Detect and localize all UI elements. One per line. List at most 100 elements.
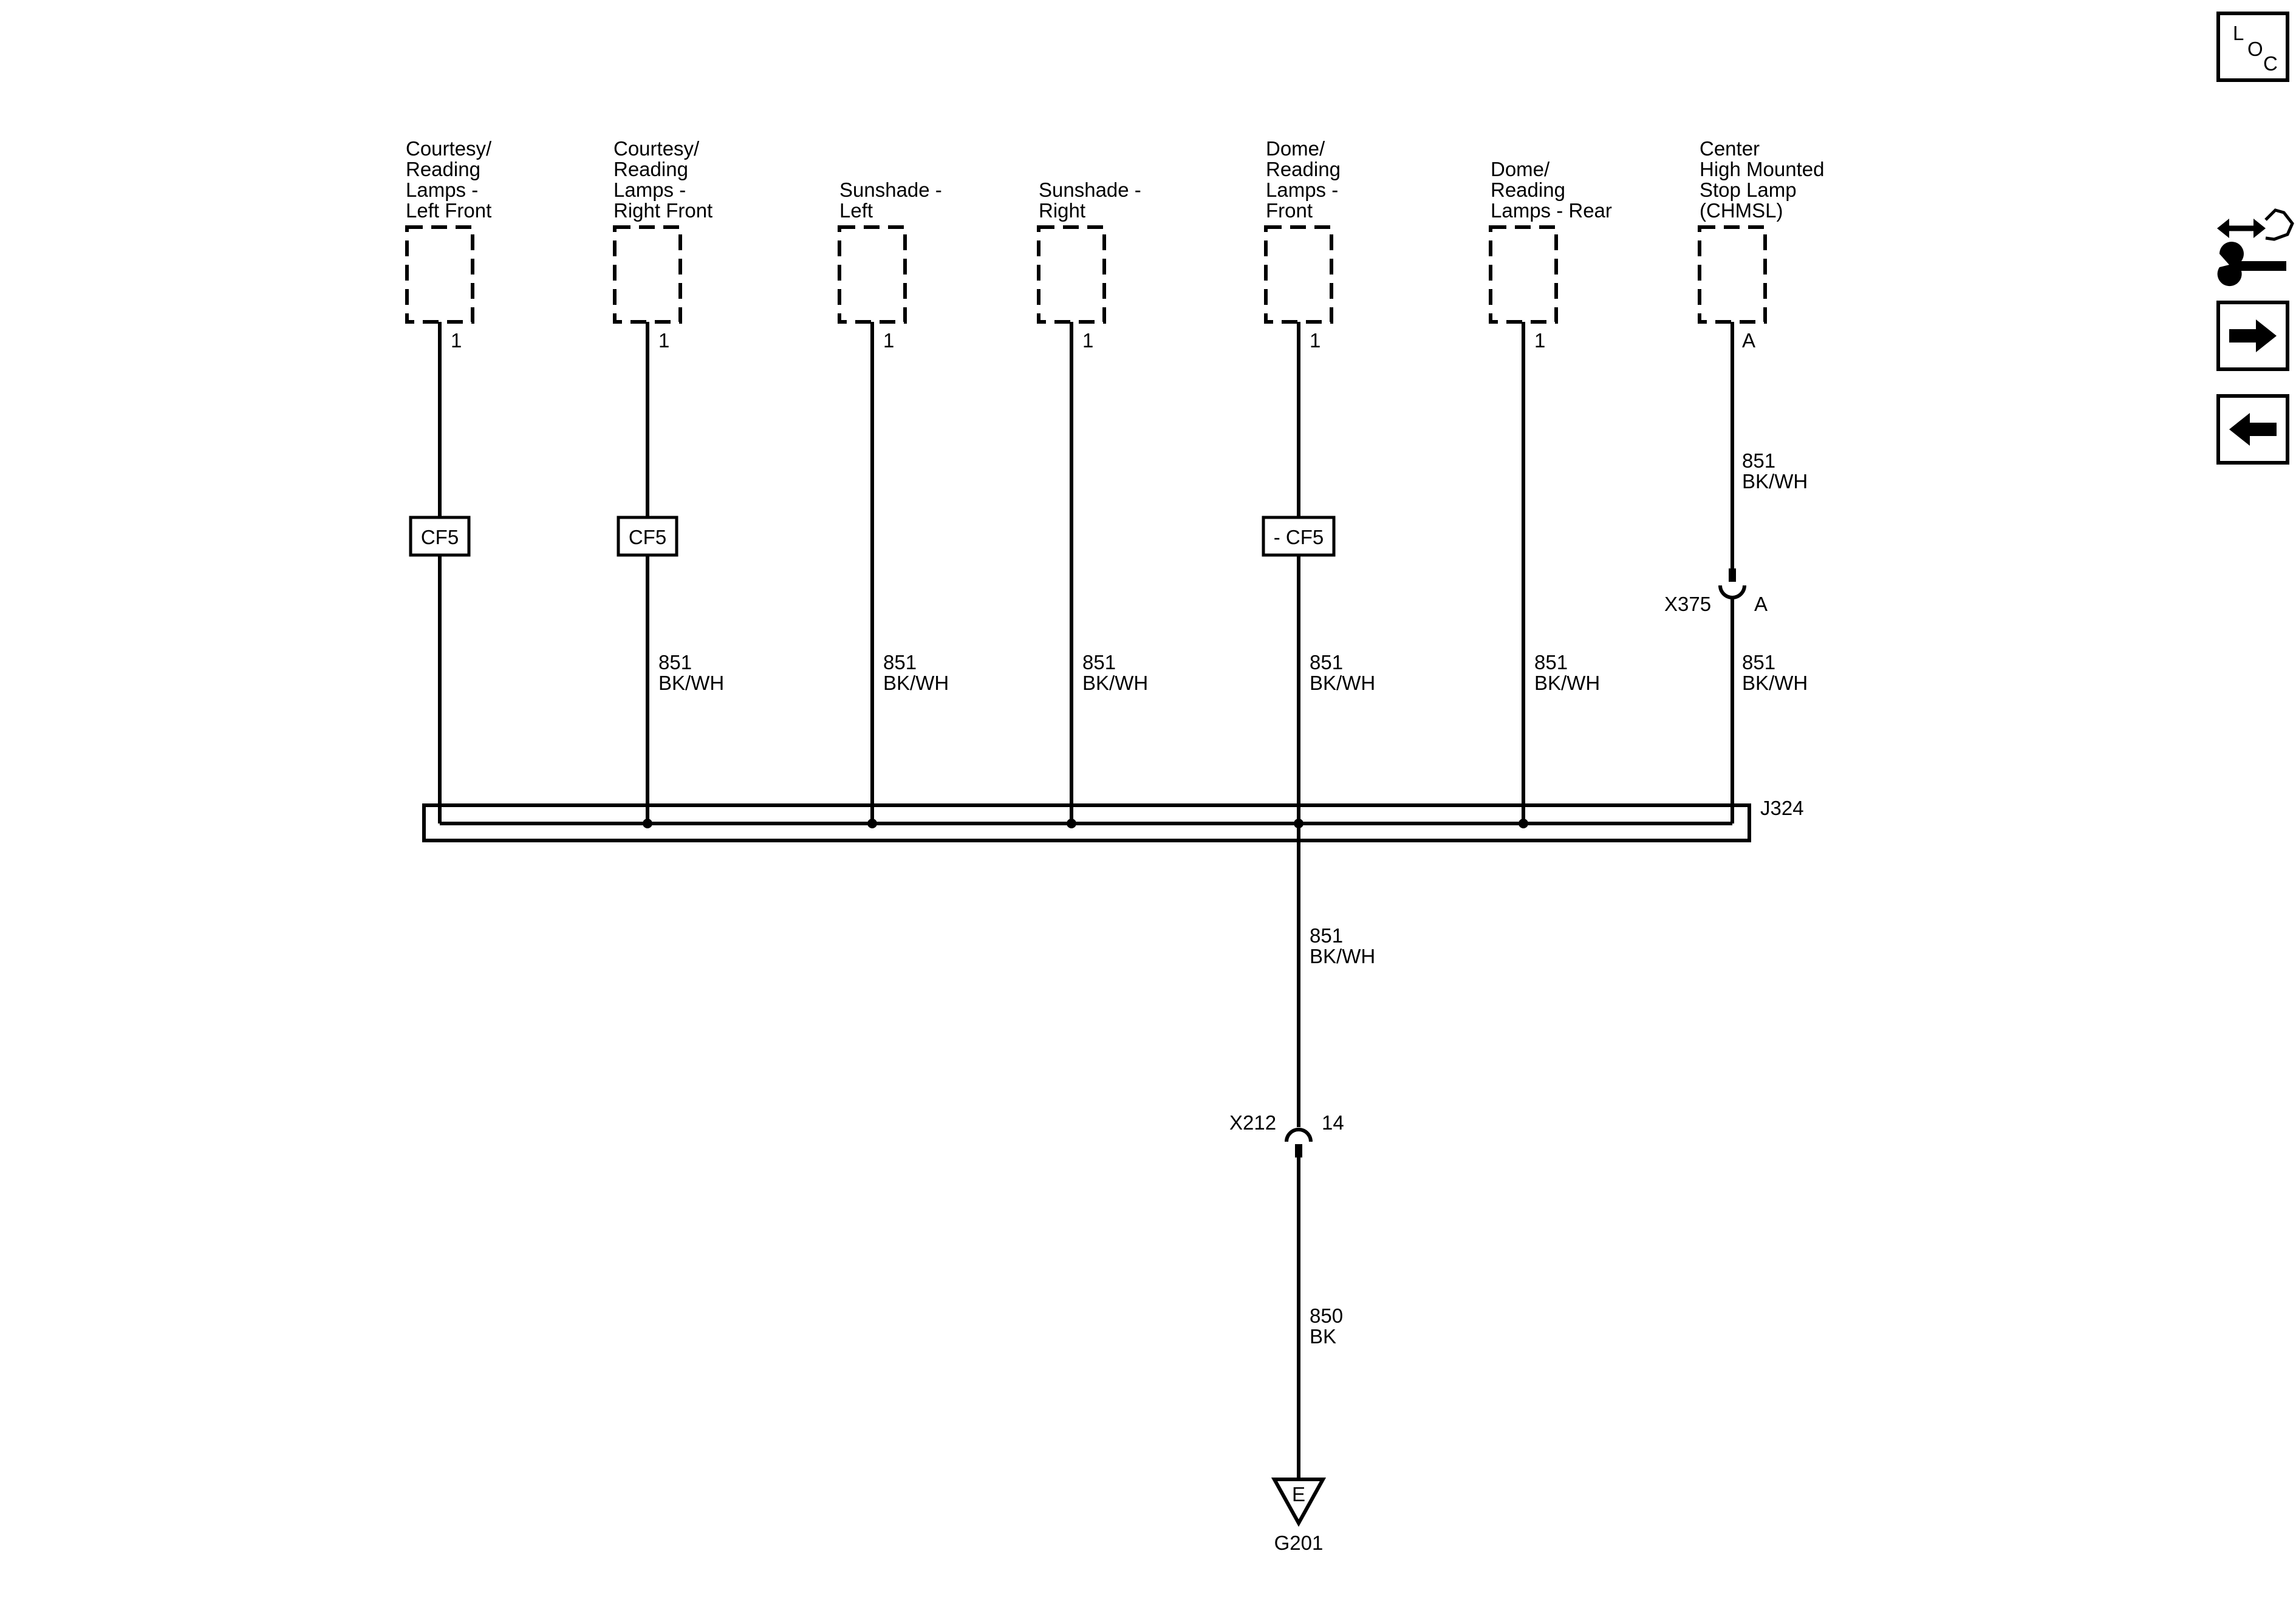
svg-text:851: 851 <box>658 651 692 673</box>
svg-text:- CF5: - CF5 <box>1274 526 1324 548</box>
svg-text:Right: Right <box>1039 199 1085 222</box>
wire-label-sunshade-left: 851 BK/WH <box>883 651 949 694</box>
pin-label-sunshade-right: 1 <box>1082 329 1093 352</box>
component-label-dome-front: Dome/ Reading Lamps - Front <box>1266 137 1341 222</box>
component-box-sunshade-left <box>838 225 907 324</box>
svg-text:Left Front: Left Front <box>406 199 491 222</box>
splice-j324-name: J324 <box>1760 797 1804 819</box>
svg-text:BK/WH: BK/WH <box>1082 672 1148 694</box>
connector-x212: X212 14 <box>1229 1111 1344 1157</box>
svg-text:BK: BK <box>1310 1325 1336 1348</box>
splice-node-right-front <box>643 819 652 828</box>
splice-node-sunshade-left <box>867 819 877 828</box>
svg-text:851: 851 <box>1310 924 1343 947</box>
pin-label-courtesy-right-front: 1 <box>658 329 669 352</box>
svg-text:BK/WH: BK/WH <box>1742 672 1808 694</box>
component-box-dome-rear <box>1489 225 1558 324</box>
svg-text:Sunshade -: Sunshade - <box>839 179 942 201</box>
pin-label-dome-front: 1 <box>1310 329 1321 352</box>
connector-x375-name: X375 <box>1664 593 1711 615</box>
pin-label-dome-rear: 1 <box>1534 329 1545 352</box>
component-view-icon[interactable] <box>2217 208 2294 287</box>
ground-g201: E G201 <box>1271 1478 1327 1554</box>
component-label-courtesy-left-front: Courtesy/ Reading Lamps - Left Front <box>406 137 492 222</box>
svg-text:851: 851 <box>1534 651 1568 673</box>
component-box-courtesy-left-front <box>405 225 474 324</box>
svg-text:BK/WH: BK/WH <box>1310 672 1375 694</box>
component-box-chmsl <box>1698 225 1767 324</box>
splice-node-dome-front <box>1294 819 1303 828</box>
next-page-icon[interactable] <box>2216 301 2289 371</box>
component-label-sunshade-left: Sunshade - Left <box>839 179 942 222</box>
svg-text:BK/WH: BK/WH <box>883 672 949 694</box>
svg-text:Courtesy/: Courtesy/ <box>406 137 492 160</box>
option-box-cf5-lf: CF5 <box>409 516 471 557</box>
component-label-courtesy-right-front: Courtesy/ Reading Lamps - Right Front <box>613 137 712 222</box>
svg-text:L: L <box>2233 22 2244 44</box>
component-label-chmsl: Center High Mounted Stop Lamp (CHMSL) <box>1700 137 1824 222</box>
wire-label-chmsl-lower: 851 BK/WH <box>1742 651 1808 694</box>
svg-text:BK/WH: BK/WH <box>1310 945 1375 967</box>
svg-text:BK/WH: BK/WH <box>658 672 724 694</box>
component-box-sunshade-right <box>1037 225 1106 324</box>
wire-label-dome-front: 851 BK/WH <box>1310 651 1375 694</box>
svg-text:C: C <box>2263 52 2278 75</box>
svg-text:851: 851 <box>1742 651 1775 673</box>
option-box-cf5-rf: CF5 <box>617 516 678 557</box>
wire-label-sunshade-right: 851 BK/WH <box>1082 651 1148 694</box>
svg-text:Sunshade -: Sunshade - <box>1039 179 1141 201</box>
svg-text:Dome/: Dome/ <box>1266 137 1325 160</box>
svg-text:BK/WH: BK/WH <box>1534 672 1600 694</box>
svg-text:Dome/: Dome/ <box>1491 158 1550 180</box>
wire-label-dome-rear: 851 BK/WH <box>1534 651 1600 694</box>
svg-text:BK/WH: BK/WH <box>1742 470 1808 493</box>
connector-x375: X375 A <box>1664 568 1768 615</box>
svg-text:Lamps - Rear: Lamps - Rear <box>1491 199 1612 222</box>
splice-node-sunshade-right <box>1067 819 1076 828</box>
svg-text:Reading: Reading <box>1491 179 1565 201</box>
svg-text:Right Front: Right Front <box>613 199 712 222</box>
wire-label-chmsl-upper: 851 BK/WH <box>1742 449 1808 493</box>
svg-text:Stop Lamp: Stop Lamp <box>1700 179 1797 201</box>
svg-text:CF5: CF5 <box>629 526 666 548</box>
splice-j324: J324 <box>422 797 1804 842</box>
connector-x212-pin: 14 <box>1322 1111 1344 1134</box>
connector-x375-pin: A <box>1754 593 1768 615</box>
pin-label-courtesy-left-front: 1 <box>451 329 462 352</box>
svg-text:Left: Left <box>839 199 873 222</box>
svg-text:Lamps -: Lamps - <box>406 179 478 201</box>
pin-label-chmsl: A <box>1742 329 1755 352</box>
svg-text:O: O <box>2247 38 2263 60</box>
svg-text:Lamps -: Lamps - <box>613 179 686 201</box>
svg-text:Front: Front <box>1266 199 1313 222</box>
splice-node-dome-rear <box>1519 819 1528 828</box>
svg-text:CF5: CF5 <box>421 526 459 548</box>
svg-text:(CHMSL): (CHMSL) <box>1700 199 1783 222</box>
ground-symbol-letter: E <box>1292 1483 1305 1505</box>
svg-text:Lamps -: Lamps - <box>1266 179 1338 201</box>
component-label-dome-rear: Dome/ Reading Lamps - Rear <box>1491 158 1612 222</box>
wire-label-ground: 850 BK <box>1310 1304 1343 1348</box>
svg-text:High Mounted: High Mounted <box>1700 158 1824 180</box>
svg-text:851: 851 <box>1742 449 1775 472</box>
ground-name: G201 <box>1274 1532 1324 1554</box>
connector-x212-name: X212 <box>1229 1111 1276 1134</box>
component-box-dome-front <box>1264 225 1333 324</box>
wire-label-trunk: 851 BK/WH <box>1310 924 1375 967</box>
loc-icon[interactable]: L O C <box>2216 12 2289 82</box>
wire-label-right-front: 851 BK/WH <box>658 651 724 694</box>
svg-text:851: 851 <box>1082 651 1116 673</box>
previous-page-icon[interactable] <box>2216 394 2289 465</box>
svg-text:851: 851 <box>1310 651 1343 673</box>
svg-text:851: 851 <box>883 651 917 673</box>
component-label-sunshade-right: Sunshade - Right <box>1039 179 1141 222</box>
svg-text:Reading: Reading <box>1266 158 1341 180</box>
component-box-courtesy-right-front <box>613 225 682 324</box>
svg-text:850: 850 <box>1310 1304 1343 1327</box>
svg-text:Reading: Reading <box>613 158 688 180</box>
pin-label-sunshade-left: 1 <box>883 329 894 352</box>
svg-text:Reading: Reading <box>406 158 480 180</box>
svg-text:Courtesy/: Courtesy/ <box>613 137 700 160</box>
svg-text:Center: Center <box>1700 137 1760 160</box>
